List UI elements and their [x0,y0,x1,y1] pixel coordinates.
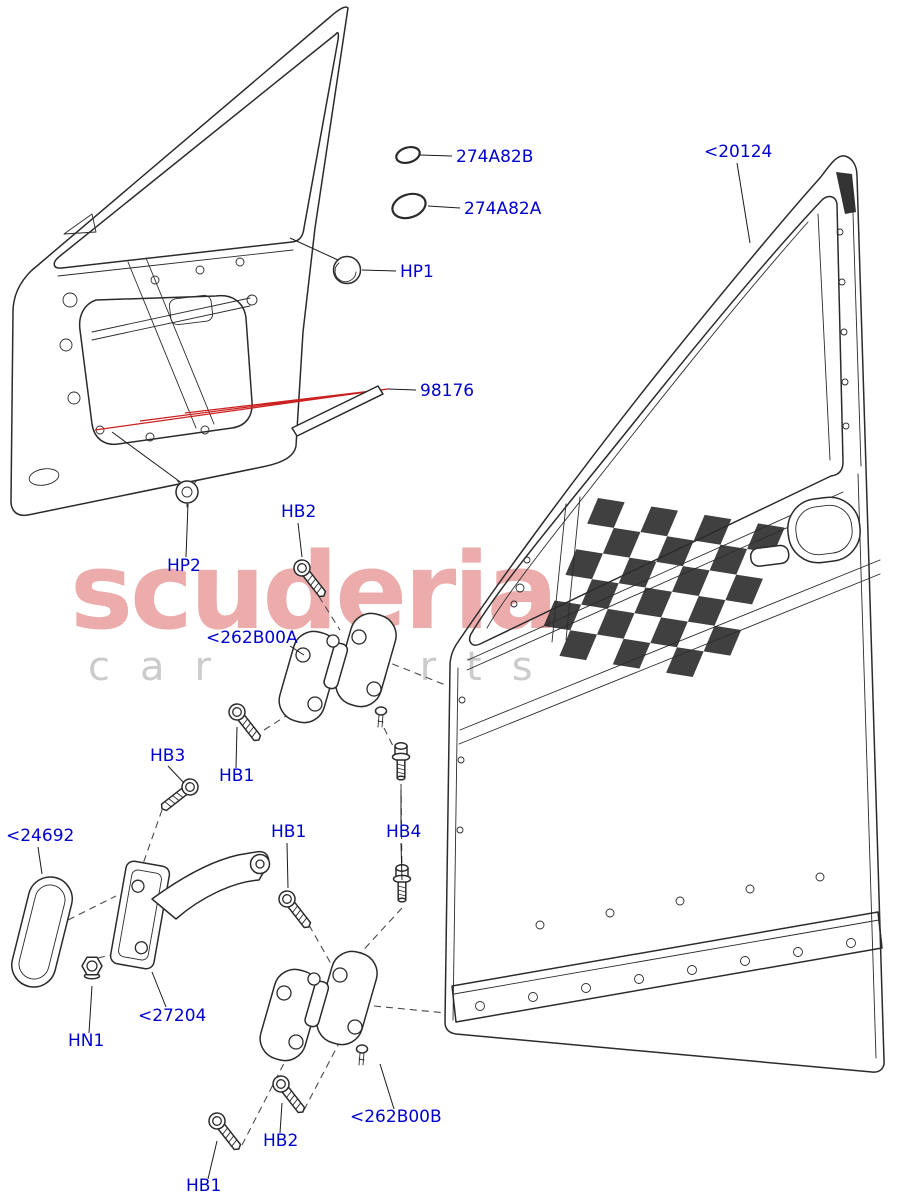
callout-seal-large: 274A82A [464,199,542,219]
nut-hn1 [81,956,103,980]
plug-hp1 [289,237,362,285]
callout-hinge-lower: <262B00B [350,1107,442,1127]
seal-274a82b [395,145,421,165]
callout-bolt-hb1-upper: HB1 [219,766,254,786]
callout-bolt-hb2-upper: HB2 [281,502,316,522]
door-check-strap [109,850,271,970]
waist-seal-red-leaders [94,388,389,431]
callout-bolt-hb3: HB3 [150,746,185,766]
seal-274a82a [391,192,427,220]
callout-bolt-hb2-lower: HB2 [263,1131,298,1151]
callout-nut-hn1: HN1 [68,1031,104,1051]
callout-check-arm: <27204 [138,1006,206,1026]
lower-door-hinge [254,945,383,1067]
plug-hp2 [111,431,199,508]
bolt-hb3 [156,775,202,816]
waist-seal-strip [291,385,384,437]
bolt-hb1-lower [205,1109,246,1155]
callout-bolt-hb1-middle: HB1 [271,822,306,842]
callout-waist-seal-strip: 98176 [420,381,474,401]
leader-lines [37,154,751,1180]
callout-check-arm-cover: <24692 [6,826,74,846]
callout-labels: <20124 274A82B 274A82A HP1 98176 HP2 HB2… [6,142,772,1196]
callout-bolt-hb1-lower: HB1 [186,1176,221,1196]
callout-hinge-upper: <262B00A [206,628,298,648]
door-check-cover [11,876,73,988]
bolt-hb1-upper [225,700,266,746]
door-handle-recess [749,496,861,567]
callout-plug-hp2: HP2 [167,556,201,576]
stud-hb4-upper [391,742,411,781]
bolt-hb1-middle [275,887,316,933]
bolt-hb2-lower [269,1072,310,1118]
watermark: scuderia car parts [70,498,785,690]
door-inner-frame [10,6,349,517]
door-outer-panel [444,155,885,1073]
callout-seal-small: 274A82B [456,147,533,167]
callout-door-assembly: <20124 [704,142,772,162]
callout-stud-hb4: HB4 [386,822,421,842]
callout-plug-hp1: HP1 [400,262,434,282]
